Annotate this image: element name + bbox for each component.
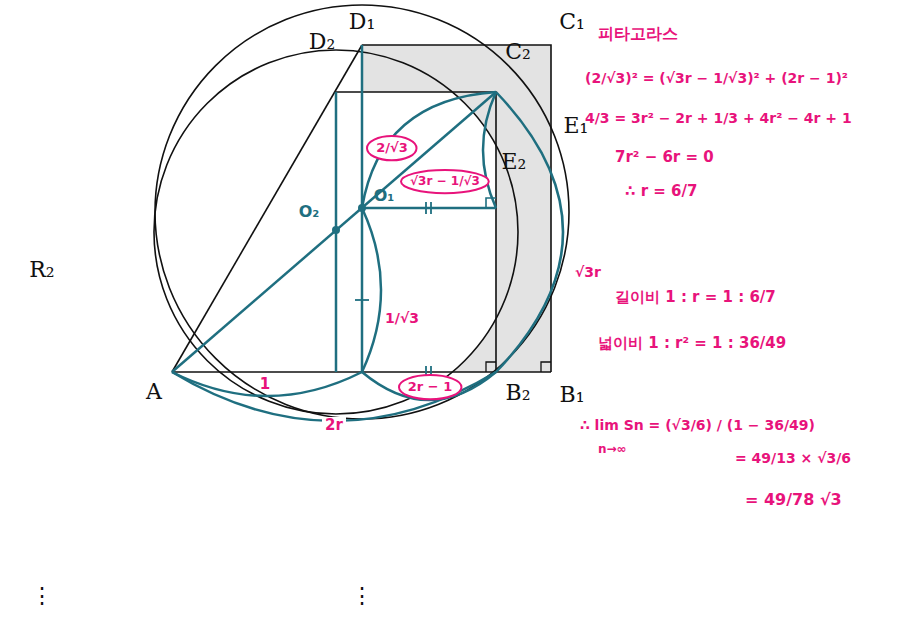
point-label: C₁ bbox=[559, 9, 585, 34]
length-note: 2r − 1 bbox=[408, 380, 452, 394]
circled-length: √3r − 1/√3 bbox=[401, 170, 489, 193]
point-label: A bbox=[146, 379, 162, 404]
limit-note: n→∞ bbox=[598, 443, 627, 457]
equation-note: 7r² − 6r = 0 bbox=[615, 149, 714, 166]
answer-note: = 49/78 √3 bbox=[745, 491, 842, 509]
length-note: 1/√3 bbox=[385, 310, 419, 326]
circle-outline bbox=[399, 375, 461, 399]
circled-length: 2/√3 bbox=[367, 136, 417, 160]
right-angle-mark bbox=[541, 362, 551, 372]
point-label: E₂ bbox=[502, 149, 527, 174]
point-label: C₂ bbox=[505, 39, 531, 64]
circle-outline bbox=[367, 136, 417, 160]
point-label: D₂ bbox=[309, 29, 335, 54]
inner-circle bbox=[154, 50, 518, 414]
point-label: B₁ bbox=[560, 382, 585, 407]
center-dot bbox=[358, 204, 366, 212]
length-note: √3r bbox=[575, 264, 601, 280]
length-note: 2r bbox=[322, 417, 346, 434]
length-note: 2/√3 bbox=[376, 141, 408, 155]
right-angle-mark bbox=[486, 362, 496, 372]
note-heading: 피타고라스 bbox=[598, 25, 678, 43]
ratio-note: 넓이비 1 : r² = 1 : 36/49 bbox=[598, 335, 786, 352]
circle-outline bbox=[401, 170, 489, 193]
equation-note: (2/√3)² = (√3r − 1/√3)² + (2r − 1)² bbox=[585, 70, 848, 86]
length-note: 1 bbox=[260, 376, 270, 393]
center-dot bbox=[332, 226, 340, 234]
equation-note: 4/3 = 3r² − 2r + 1/3 + 4r² − 4r + 1 bbox=[585, 110, 852, 126]
outer-circle bbox=[155, 5, 569, 419]
point-label: D₁ bbox=[349, 9, 375, 34]
circled-length: 2r − 1 bbox=[399, 375, 461, 399]
equation-note: ∴ r = 6/7 bbox=[625, 183, 697, 200]
center-label: O₁ bbox=[374, 187, 395, 205]
point-label: E₁ bbox=[564, 113, 589, 138]
unshaded-region bbox=[336, 92, 496, 372]
length-note: √3r − 1/√3 bbox=[410, 175, 480, 188]
point-label: B₂ bbox=[506, 380, 531, 405]
limit-note: ∴ lim Sn = (√3/6) / (1 − 36/49) bbox=[580, 417, 815, 433]
diagonal-line bbox=[172, 45, 362, 372]
ratio-note: 길이비 1 : r = 1 : 6/7 bbox=[615, 289, 776, 306]
ellipsis: ⋮ bbox=[31, 583, 53, 608]
figure-label: R₂ bbox=[29, 257, 54, 282]
inner-rectangle bbox=[336, 92, 496, 372]
center-label: O₂ bbox=[299, 203, 320, 221]
limit-note: = 49/13 × √3/6 bbox=[735, 450, 851, 466]
ellipsis: ⋮ bbox=[351, 583, 373, 608]
annotation-lines bbox=[172, 45, 563, 421]
outer-rectangle bbox=[362, 45, 551, 372]
